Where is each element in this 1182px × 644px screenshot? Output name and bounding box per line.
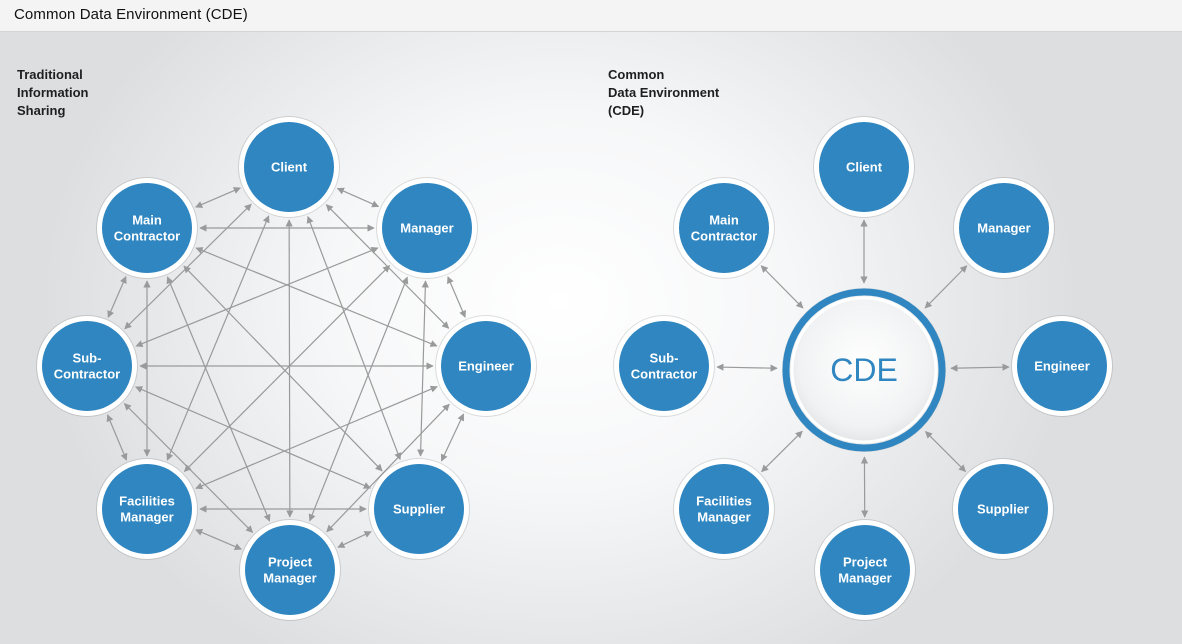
title-bar: Common Data Environment (CDE) [0,0,1182,32]
node-circle [441,321,531,411]
node-label: Sub- [650,351,679,366]
traditional-nodes: ClientManagerEngineerSupplierProjectMana… [36,116,537,621]
node-circle [374,464,464,554]
arrow-client-manager [336,187,380,208]
node-circle [679,183,769,273]
node-label: Contractor [54,367,120,382]
arrow-facilities-manager-sub-contractor [106,414,128,461]
node-label: Main [132,213,162,228]
arrow-cde-supplier [925,431,967,473]
node-circle [959,183,1049,273]
traditional-node-manager: Manager [376,177,478,279]
arrow-project-manager-main-contractor [166,276,271,522]
node-label: Engineer [1034,359,1090,374]
node-label: Manager [838,571,891,586]
node-label: Sub- [73,351,102,366]
arrow-cde-sub-contractor [716,363,778,372]
node-label: Facilities [119,494,175,509]
arrow-supplier-main-contractor [183,265,383,472]
arrow-project-manager-facilities-manager [195,529,242,550]
node-label: Manager [400,221,453,236]
node-label: Manager [977,221,1030,236]
node-circle [42,321,132,411]
arrow-cde-engineer [950,363,1010,372]
node-label: Facilities [696,494,752,509]
arrow-client-project-manager [285,219,294,518]
node-label: Supplier [393,502,445,517]
node-label: Contractor [114,229,180,244]
cde-hub-label: CDE [830,352,898,388]
arrow-manager-facilities-manager [183,265,391,472]
arrow-sub-contractor-main-contractor [107,275,127,319]
node-circle [1017,321,1107,411]
arrow-supplier-project-manager [337,531,372,548]
arrow-cde-facilities-manager [761,430,803,473]
cde-hub-circle [782,288,946,452]
traditional-connections [106,187,466,550]
traditional-node-engineer: Engineer [435,315,537,417]
cde-hub: CDE [782,288,946,452]
cde-nodes: ClientManagerEngineerSupplierProjectMana… [613,116,1113,621]
traditional-title: Traditional Information Sharing [17,67,89,118]
node-circle [245,525,335,615]
cde-node-engineer: Engineer [1011,315,1113,417]
node-circle [102,183,192,273]
node-circle [619,321,709,411]
node-label: Manager [263,571,316,586]
node-circle [102,464,192,554]
arrow-engineer-supplier [440,413,465,462]
node-label: Manager [697,510,750,525]
window-title: Common Data Environment (CDE) [14,6,248,23]
cde-node-supplier: Supplier [952,458,1054,560]
cde-connections [716,219,1010,518]
node-label: Client [271,160,308,175]
node-label: Client [846,160,883,175]
node-label: Supplier [977,502,1029,517]
node-circle [679,464,769,554]
node-circle [244,122,334,212]
node-circle [958,464,1048,554]
node-label: Contractor [631,367,697,382]
node-label: Contractor [691,229,757,244]
cde-node-manager: Manager [953,177,1055,279]
arrow-cde-manager [924,265,968,309]
traditional-node-supplier: Supplier [368,458,470,560]
cde-title: Common Data Environment (CDE) [608,67,720,118]
node-circle [382,183,472,273]
cde-node-client: Client [813,116,915,218]
cde-node-sub-contractor: Sub-Contractor [613,315,715,417]
arrow-cde-main-contractor [760,265,804,309]
arrow-manager-engineer [447,276,466,318]
traditional-node-client: Client [238,116,340,218]
cde-hub-inner-ring [790,296,938,444]
node-label: Engineer [458,359,514,374]
arrow-client-main-contractor [195,187,241,208]
node-label: Project [268,555,313,570]
cde-comparison-diagram: ClientManagerEngineerSupplierProjectMana… [36,116,1113,621]
node-label: Project [843,555,888,570]
node-circle [820,525,910,615]
node-circle [819,122,909,212]
node-label: Main [709,213,739,228]
node-label: Manager [120,510,173,525]
traditional-node-sub-contractor: Sub-Contractor [36,315,138,417]
